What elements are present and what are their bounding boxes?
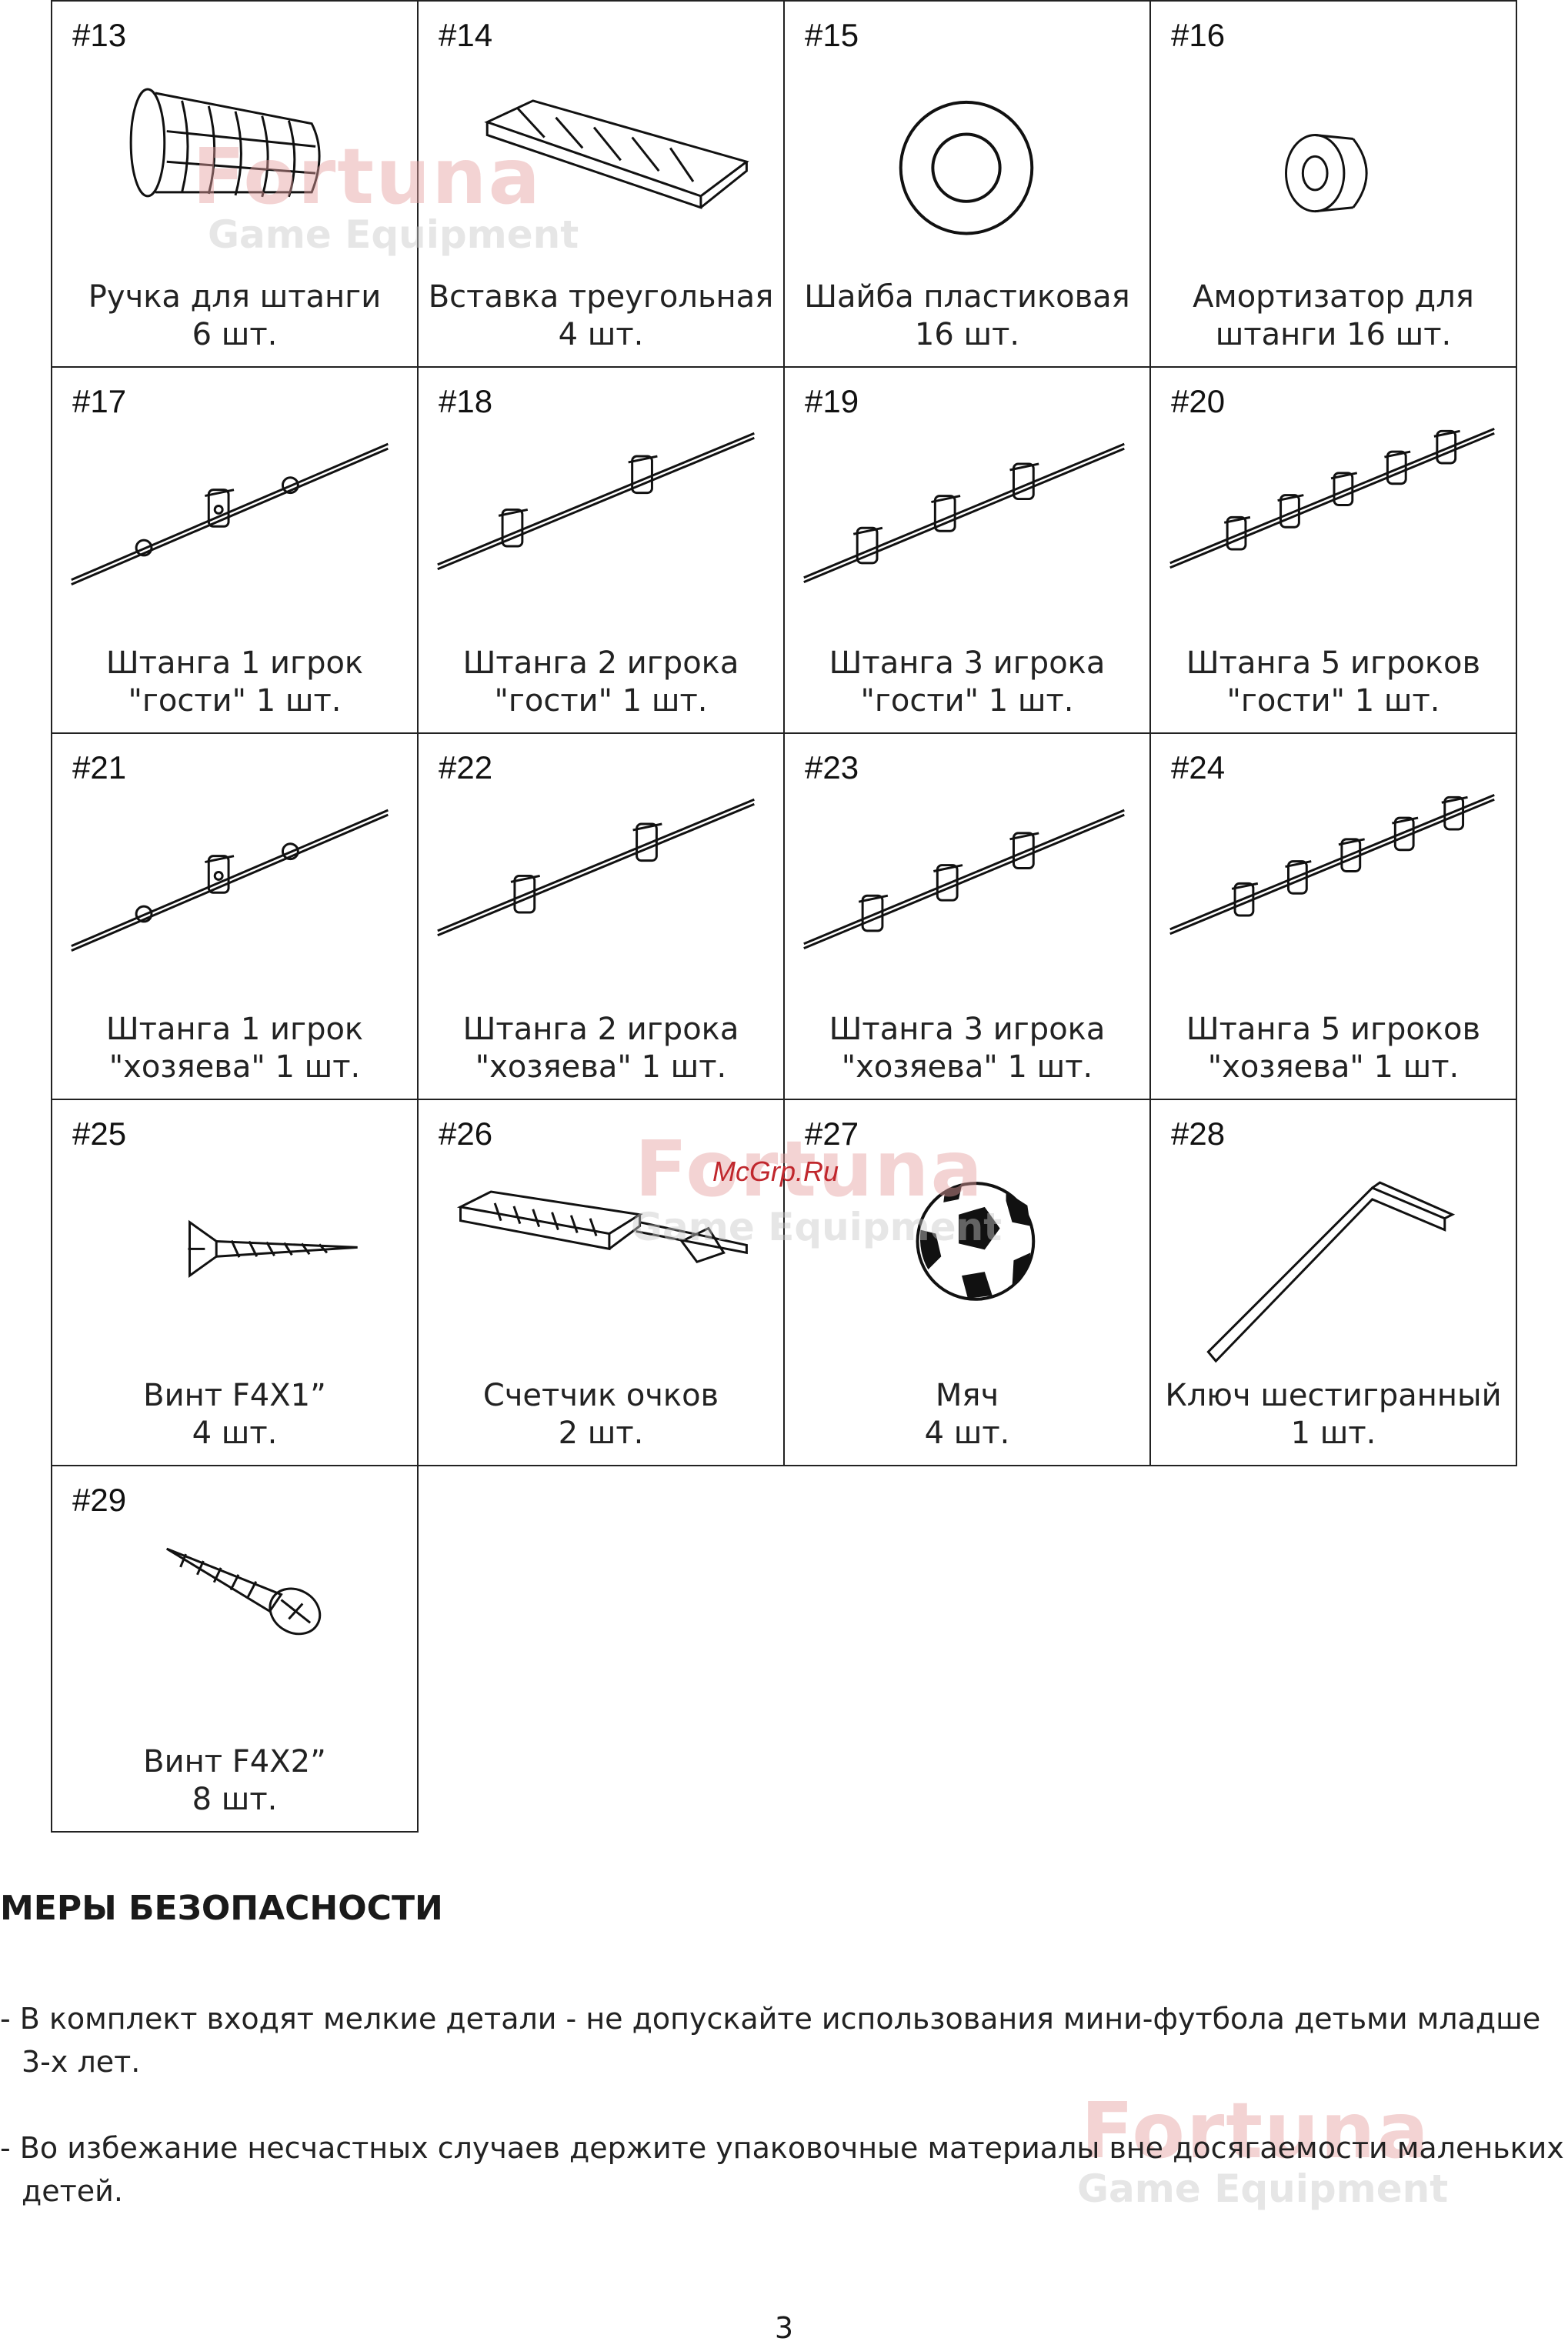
part-number: #17	[72, 383, 127, 419]
rod-3-players-icon	[803, 442, 1125, 584]
part-caption: Штанга 1 игрок "гости" 1 шт.	[105, 645, 364, 719]
triangle-insert-icon	[484, 99, 749, 209]
part-number: #28	[1171, 1116, 1226, 1152]
safety-item-2: - Во избежание несчастных случаев держит…	[0, 2131, 1564, 2208]
washer-icon	[899, 100, 1034, 235]
rod-1-player-icon	[71, 442, 389, 585]
part-number: #21	[72, 749, 127, 785]
part-cell-27: #27 Мяч 4 шт.	[783, 1099, 1151, 1466]
part-caption: Амортизатор для штанги 16 шт.	[1193, 279, 1474, 352]
screw-round-icon	[165, 1547, 322, 1636]
part-cell-22: #22 Штанга 2 игрока "хозяева" 1 шт.	[417, 732, 785, 1100]
part-caption: Счетчик очков 2 шт.	[482, 1378, 719, 1451]
safety-item-1: - В комплект входят мелкие детали - не д…	[0, 2002, 1541, 2079]
part-cell-29: #29 Винт F4X2” 8 шт.	[51, 1465, 419, 1833]
part-cell-19: #19 Штанга 3 игрока "гости" 1 шт.	[783, 366, 1151, 734]
ball-icon	[916, 1182, 1036, 1301]
page-number: 3	[774, 2311, 794, 2345]
part-number: #25	[72, 1116, 127, 1152]
part-caption: Ключ шестигранный 1 шт.	[1165, 1378, 1502, 1451]
bumper-icon	[1285, 134, 1368, 213]
part-caption: Винт F4X2” 8 шт.	[143, 1744, 326, 1817]
part-number: #16	[1171, 17, 1226, 53]
part-cell-25: #25 Винт F4X1” 4 шт.	[51, 1099, 419, 1466]
part-number: #27	[805, 1116, 859, 1152]
part-number: #14	[439, 17, 493, 53]
part-caption: Мяч 4 шт.	[924, 1378, 1010, 1451]
screw-flat-icon	[188, 1219, 358, 1278]
part-number: #20	[1171, 383, 1226, 419]
handle-icon	[129, 88, 321, 198]
part-cell-26: #26 Счетчик очков 2 шт.	[417, 1099, 785, 1466]
part-number: #18	[439, 383, 493, 419]
rod-5-players-icon	[1169, 793, 1495, 936]
part-number: #22	[439, 749, 493, 785]
safety-title: МЕРЫ БЕЗОПАСНОСТИ	[0, 1889, 443, 1928]
part-number: #23	[805, 749, 859, 785]
part-caption: Штанга 2 игрока "гости" 1 шт.	[462, 645, 739, 719]
part-number: #29	[72, 1482, 127, 1518]
part-caption: Штанга 1 игрок "хозяева" 1 шт.	[105, 1012, 364, 1085]
part-caption: Штанга 5 игроков "гости" 1 шт.	[1186, 645, 1481, 719]
part-cell-28: #28 Ключ шестигранный 1 шт.	[1149, 1099, 1517, 1466]
part-number: #19	[805, 383, 859, 419]
rod-5-players-icon	[1169, 427, 1495, 569]
part-cell-23: #23 Штанга 3 игрока "хозяева" 1 шт.	[783, 732, 1151, 1100]
hex-key-icon	[1206, 1181, 1456, 1363]
part-caption: Вставка треугольная 4 шт.	[428, 279, 774, 352]
part-cell-16: #16 Амортизатор для штанги 16 шт.	[1149, 0, 1517, 368]
part-caption: Винт F4X1” 4 шт.	[143, 1378, 326, 1451]
rod-2-players-icon	[437, 798, 755, 937]
part-cell-17: #17 Штанга 1 игрок "гости" 1 шт.	[51, 366, 419, 734]
part-caption: Ручка для штанги 6 шт.	[88, 279, 382, 352]
part-caption: Шайба пластиковая 16 шт.	[804, 279, 1130, 352]
part-cell-21: #21 Штанга 1 игрок "хозяева" 1 шт.	[51, 732, 419, 1100]
rod-1-player-icon	[71, 809, 389, 952]
part-caption: Штанга 5 игроков "хозяева" 1 шт.	[1186, 1012, 1481, 1085]
rod-2-players-icon	[437, 432, 755, 571]
score-counter-icon	[456, 1190, 748, 1263]
part-cell-15: #15 Шайба пластиковая 16 шт.	[783, 0, 1151, 368]
part-number: #13	[72, 17, 127, 53]
part-caption: Штанга 3 игрока "хозяева" 1 шт.	[829, 1012, 1106, 1085]
parts-grid: #13 Ручка для штанги 6 шт. #14	[51, 0, 1517, 1833]
part-caption: Штанга 3 игрока "гости" 1 шт.	[829, 645, 1106, 719]
part-cell-13: #13 Ручка для штанги 6 шт.	[51, 0, 419, 368]
part-cell-14: #14 Вставка треугольная 4 шт.	[417, 0, 785, 368]
part-cell-24: #24 Штанга 5 игроков "хозяева" 1 шт.	[1149, 732, 1517, 1100]
part-cell-20: #20 Штанга 5 игроков "гости" 1 шт.	[1149, 366, 1517, 734]
part-caption: Штанга 2 игрока "хозяева" 1 шт.	[462, 1012, 739, 1085]
part-number: #24	[1171, 749, 1226, 785]
part-number: #15	[805, 17, 859, 53]
part-cell-18: #18 Штанга 2 игрока "гости" 1 шт.	[417, 366, 785, 734]
watermark-site: McGrp.Ru	[712, 1156, 839, 1187]
rod-3-players-icon	[803, 809, 1125, 950]
part-number: #26	[439, 1116, 493, 1152]
